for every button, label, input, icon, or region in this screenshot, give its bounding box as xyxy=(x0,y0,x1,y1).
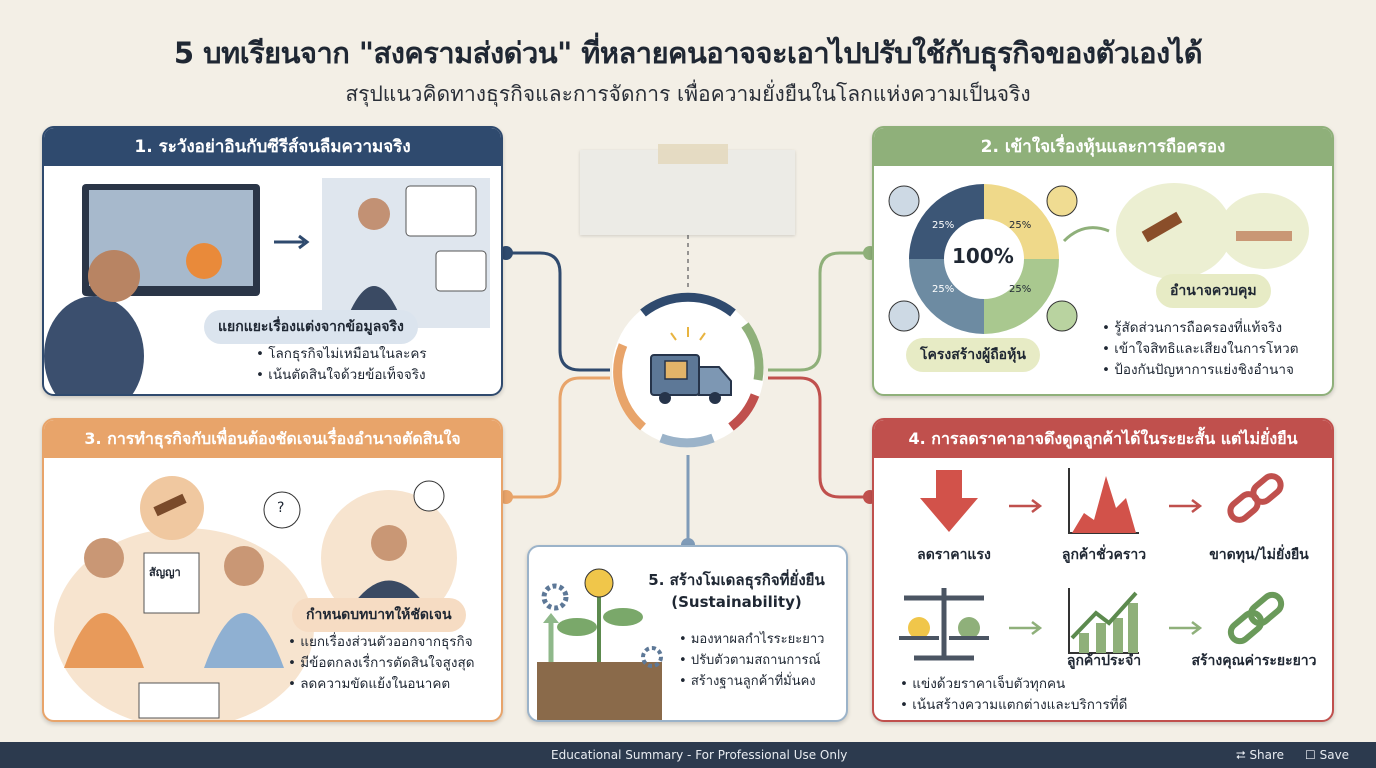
tape xyxy=(658,144,728,164)
center-hub xyxy=(612,292,764,448)
paper-note xyxy=(580,144,795,235)
lesson-5-card: 5. สร้างโมเดลธุรกิจที่ยั่งยืน (Sustainab… xyxy=(527,545,848,722)
row1-label: ลดราคาแรง xyxy=(917,547,991,563)
price-drop-icon xyxy=(920,470,978,532)
lesson-1-illustration xyxy=(44,178,490,394)
row2-label: สร้างคุณค่าระยะยาว xyxy=(1191,653,1317,669)
share-label: 25% xyxy=(1009,220,1032,231)
lesson-1-card: 1. ระวังอย่าอินกับซีรีส์จนลืมความจริง แย… xyxy=(42,126,503,396)
bullet: แยกเรื่องส่วนตัวออกจากธุรกิจ xyxy=(288,632,475,653)
contract-label: สัญญา xyxy=(149,566,181,579)
broken-chain-icon xyxy=(1227,473,1284,523)
lesson-4-title: 4. การลดราคาอาจดึงดูดลูกค้าได้ในระยะสั้น… xyxy=(874,420,1332,458)
bullet: เข้าใจสิทธิและเสียงในการโหวต xyxy=(1102,339,1298,360)
lesson-3-illustration xyxy=(54,476,457,720)
row2-label: ลูกค้าประจำ xyxy=(1066,653,1142,669)
lesson-4-card: 4. การลดราคาอาจดึงดูดลูกค้าได้ในระยะสั้น… xyxy=(872,418,1334,722)
lesson-5-bullets: มองหาผลกำไรระยะยาว ปรับตัวตามสถานการณ์ ส… xyxy=(679,629,825,692)
share-label: Share xyxy=(1249,748,1285,762)
share-button[interactable]: ⮂ Share xyxy=(1236,742,1284,768)
bullet: เน้นตัดสินใจด้วยข้อเท็จจริง xyxy=(256,365,427,386)
page-title: 5 บทเรียนจาก "สงครามส่งด่วน" ที่หลายคนอา… xyxy=(173,36,1203,70)
bullet: ปรับตัวตามสถานการณ์ xyxy=(679,650,824,671)
bullet: สร้างฐานลูกค้าที่มั่นคง xyxy=(679,671,824,692)
lesson-1-bullets: โลกธุรกิจไม่เหมือนในละคร เน้นตัดสินใจด้ว… xyxy=(256,344,427,386)
lesson-5-title-block: 5. สร้างโมเดลธุรกิจที่ยั่งยืน (Sustainab… xyxy=(629,569,844,613)
delivery-truck-icon xyxy=(650,327,732,404)
lesson-2-card: 2. เข้าใจเรื่องหุ้นและการถือครอง 100% 25… xyxy=(872,126,1334,396)
bullet: มองหาผลกำไรระยะยาว xyxy=(679,629,825,650)
lesson-1-title: 1. ระวังอย่าอินกับซีรีส์จนลืมความจริง xyxy=(44,128,501,166)
footer-text: Educational Summary - For Professional U… xyxy=(551,748,848,762)
lesson-5-subtitle: (Sustainability) xyxy=(671,593,802,611)
balance-scale-icon xyxy=(899,588,989,661)
donut-center-label: 100% xyxy=(952,244,1014,268)
save-label: Save xyxy=(1319,748,1350,762)
lesson-2-title: 2. เข้าใจเรื่องหุ้นและการถือครอง xyxy=(874,128,1332,166)
growth-chart-icon xyxy=(1068,588,1139,654)
bullet: โลกธุรกิจไม่เหมือนในละคร xyxy=(256,344,426,365)
question-mark: ? xyxy=(277,500,285,516)
lesson-2-bullets: รู้สัดส่วนการถือครองที่แท้จริง เข้าใจสิท… xyxy=(1102,318,1298,381)
lesson-3-card: 3. การทำธุรกิจกับเพื่อนต้องชัดเจนเรื่องอ… xyxy=(42,418,503,722)
spiky-chart-icon xyxy=(1068,468,1139,534)
row1-label: ขาดทุน/ไม่ยั่งยืน xyxy=(1209,547,1309,563)
row1-label: ลูกค้าชั่วคราว xyxy=(1061,547,1147,563)
share-icon: ⮂ xyxy=(1236,748,1246,762)
shareholder-structure-pill: โครงสร้างผู้ถือหุ้น xyxy=(906,338,1040,372)
share-label: 25% xyxy=(1009,284,1032,295)
bullet: ลดความขัดแย้งในอนาคต xyxy=(288,674,475,695)
bullet: เน้นสร้างความแตกต่างและบริการที่ดี xyxy=(900,695,1127,716)
share-label: 25% xyxy=(932,284,955,295)
control-power-pill: อำนาจควบคุม xyxy=(1156,274,1271,308)
lesson-1-pill: แยกแยะเรื่องแต่งจากข้อมูลจริง xyxy=(204,310,418,344)
lesson-4-illustration xyxy=(899,468,1285,661)
page-subtitle: สรุปแนวคิดทางธุรกิจและการจัดการ เพื่อควา… xyxy=(345,82,1031,106)
lesson-5-title: 5. สร้างโมเดลธุรกิจที่ยั่งยืน xyxy=(648,571,825,589)
bookmark-icon: ☐ xyxy=(1305,748,1316,762)
growing-plant-icon xyxy=(537,568,663,720)
share-label: 25% xyxy=(932,220,955,231)
bullet: มีข้อตกลงเรื่การตัดสินใจสูงสุด xyxy=(288,653,474,674)
bullet: ป้องกันปัญหาการแย่งชิงอำนาจ xyxy=(1102,360,1298,381)
lesson-3-title: 3. การทำธุรกิจกับเพื่อนต้องชัดเจนเรื่องอ… xyxy=(44,420,501,458)
bullet: รู้สัดส่วนการถือครองที่แท้จริง xyxy=(1102,318,1298,339)
lesson-3-pill: กำหนดบทบาทให้ชัดเจน xyxy=(292,598,466,632)
chain-link-icon xyxy=(1227,591,1285,645)
footer-bar: Educational Summary - For Professional U… xyxy=(0,742,1376,768)
save-button[interactable]: ☐ Save xyxy=(1305,742,1349,768)
lesson-4-bullets: แข่งด้วยราคาเจ็บตัวทุกคน เน้นสร้างความแต… xyxy=(900,674,1127,716)
lesson-3-bullets: แยกเรื่องส่วนตัวออกจากธุรกิจ มีข้อตกลงเร… xyxy=(288,632,475,695)
shareholder-donut-chart xyxy=(888,183,1309,334)
bullet: แข่งด้วยราคาเจ็บตัวทุกคน xyxy=(900,674,1127,695)
